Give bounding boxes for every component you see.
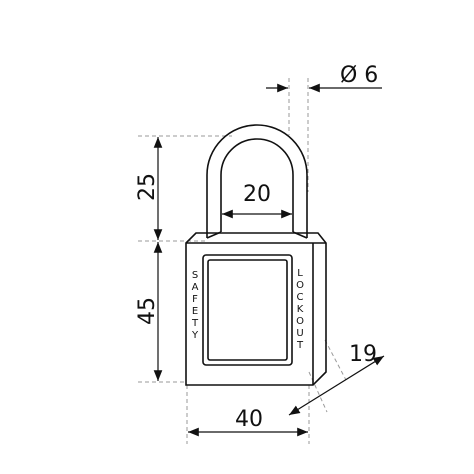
extension-lines	[138, 78, 347, 444]
extension-line-depth-back	[324, 339, 347, 381]
shackle-outer-outline	[206, 124, 308, 238]
engraving-lockout-letter: C	[297, 292, 304, 303]
label-shackle-inner-width: 20	[243, 182, 271, 207]
engraving-lockout-letter: K	[297, 304, 304, 315]
engraving-lockout-letter: O	[296, 316, 304, 327]
engraving-safety: S A F E T Y	[191, 270, 199, 341]
label-window-outer	[202, 254, 293, 366]
engraving-safety-letter: A	[192, 282, 199, 293]
engraving-safety-letter: S	[192, 270, 198, 281]
dimension-lines	[153, 83, 385, 437]
shackle-inner-outline	[220, 138, 294, 232]
engraving-safety-letter: T	[191, 318, 199, 329]
label-body-depth: 19	[349, 342, 377, 367]
label-window-inner	[207, 259, 288, 361]
label-shackle-diameter: Ø 6	[340, 63, 378, 88]
engraving-lockout-letter: O	[296, 280, 304, 291]
engraving-lockout-letter: T	[296, 340, 304, 351]
lock-body	[185, 232, 327, 386]
label-body-height: 45	[135, 297, 160, 325]
engraving-lockout-letter: L	[297, 268, 303, 279]
dimension-line-body-depth	[288, 355, 385, 416]
engraving-lockout: L O C K O U T	[296, 268, 304, 351]
label-body-width: 40	[235, 407, 263, 432]
engraving-safety-letter: E	[192, 306, 198, 317]
engraving-lockout-letter: U	[296, 328, 303, 339]
extension-line-depth-front	[308, 371, 328, 413]
engraving-safety-letter: F	[192, 294, 198, 305]
label-shackle-height: 25	[135, 173, 160, 201]
engraving-safety-letter: Y	[191, 330, 199, 341]
